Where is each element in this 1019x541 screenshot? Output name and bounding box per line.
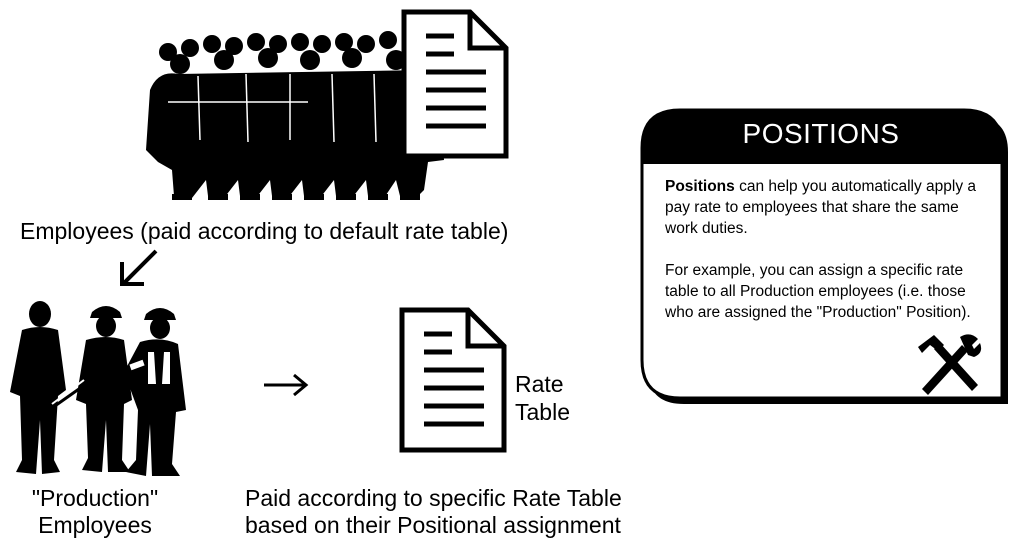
paid-caption-line2: based on their Positional assignment [245,512,621,538]
positions-bold-term: Positions [665,178,735,195]
production-employees-caption: "Production" Employees [0,485,190,539]
positions-info-box: POSITIONS Positions can help you automat… [640,108,1010,408]
paid-according-caption: Paid according to specific Rate Table ba… [245,485,745,539]
document-icon [401,9,509,159]
employees-crowd-icon [146,31,444,200]
arrow-right-icon [264,373,309,397]
paid-caption-line1: Paid according to specific Rate Table [245,485,622,511]
positions-para1-text: can help you automatically apply a pay r… [665,178,977,237]
positions-description: Positions can help you automatically app… [665,176,990,344]
positions-title: POSITIONS [742,118,900,149]
positions-para2-text: For example, you can assign a specific r… [665,262,971,321]
arrow-down-left-icon [120,249,158,286]
employees-caption: Employees (paid according to default rat… [20,218,509,244]
production-caption-line2: Employees [38,512,152,538]
rate-table-label: Rate Table [515,370,605,426]
rate-table-document-icon [399,307,507,453]
rate-table-line1: Rate [515,371,564,397]
production-workers-icon [10,301,186,476]
rate-table-line2: Table [515,399,570,425]
production-caption-line1: "Production" [31,485,159,511]
hammer-wrench-icon [918,334,982,395]
positions-box-frame [640,108,1008,404]
